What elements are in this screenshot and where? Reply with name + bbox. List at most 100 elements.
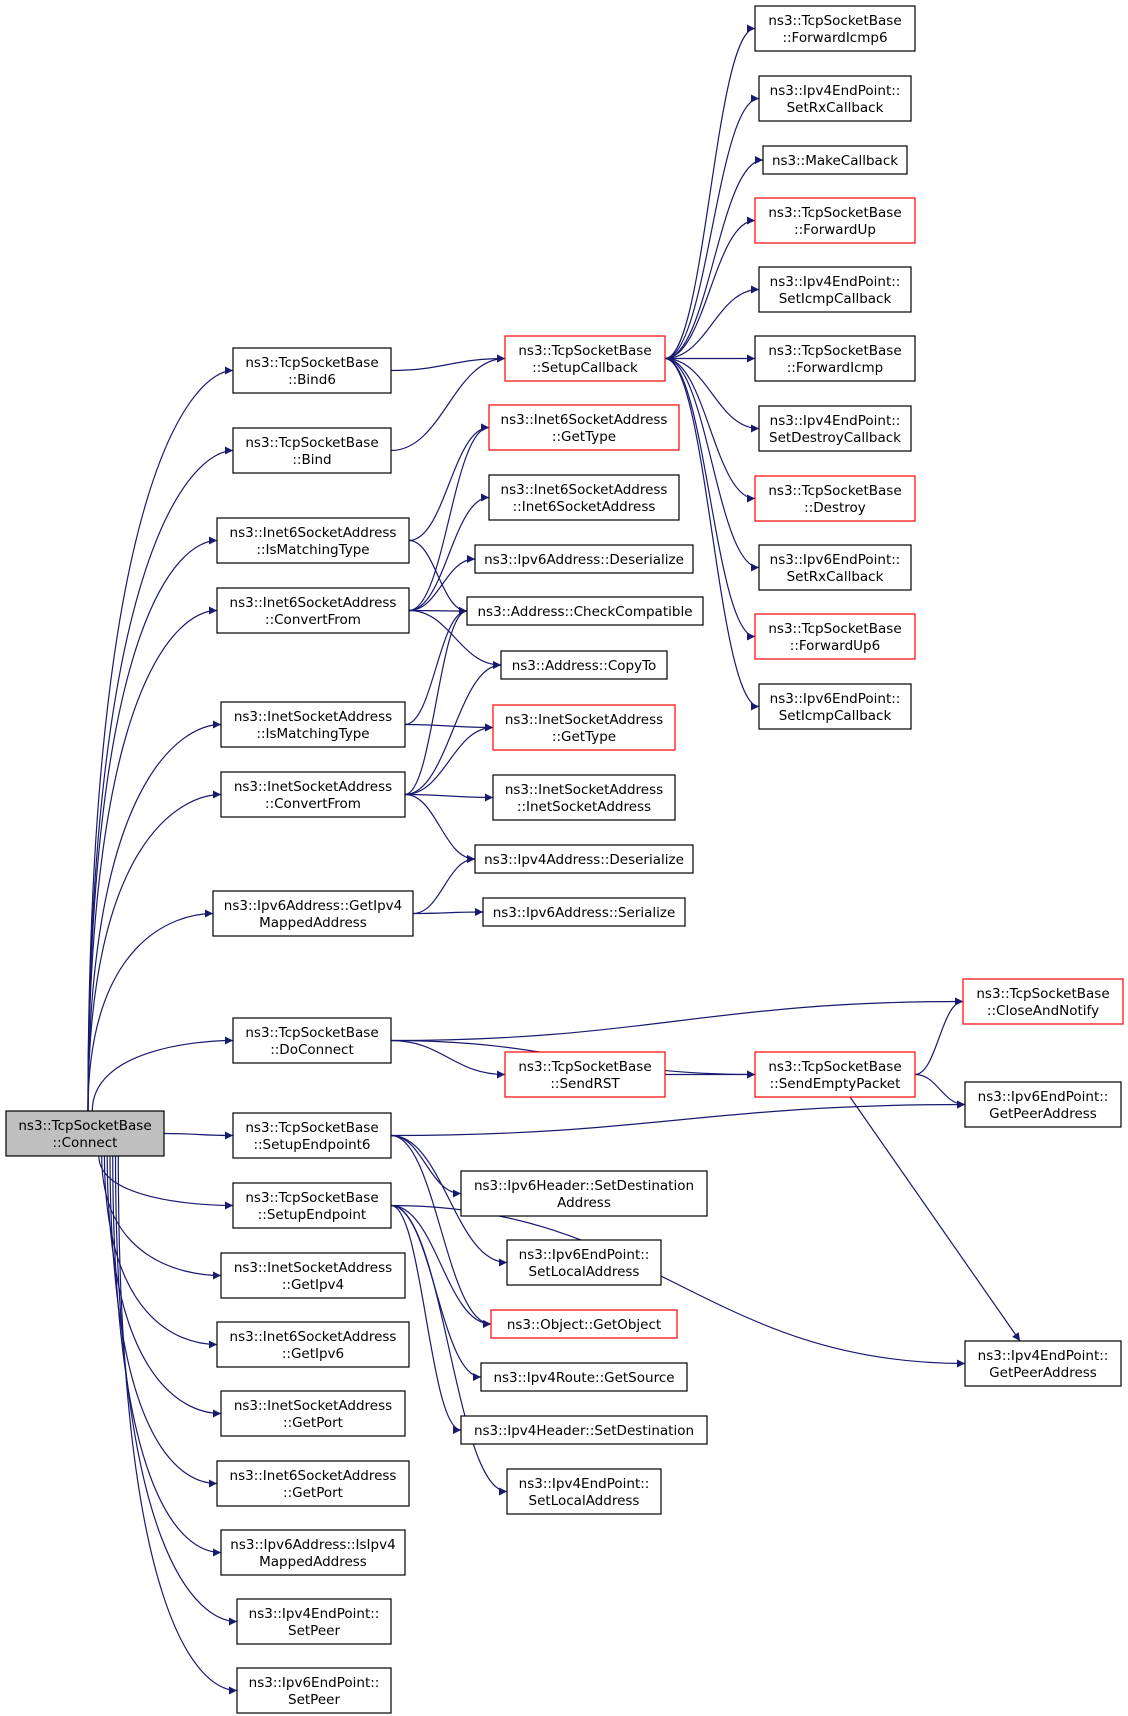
node-label-sendrst-1: ::SendRST [550,1076,620,1092]
node-fwdicmp[interactable]: ns3::TcpSocketBase::ForwardIcmp [754,335,916,382]
node-bind6[interactable]: ns3::TcpSocketBase::Bind6 [232,347,392,394]
node-ipv4hdrsetdest[interactable]: ns3::Ipv4Header::SetDestination [460,1415,708,1445]
node-label-makecb-0: ns3::MakeCallback [772,153,898,169]
node-connect[interactable]: ns3::TcpSocketBase::Connect [5,1110,165,1157]
node-ep4setpeer[interactable]: ns3::Ipv4EndPoint::SetPeer [236,1598,392,1645]
node-fwdicmp6[interactable]: ns3::TcpSocketBase::ForwardIcmp6 [754,5,916,52]
node-box-ep6setpeer [236,1667,392,1714]
node-box-ipv4deser [474,844,694,874]
node-box-ipv6ser [482,897,686,927]
node-i6convert[interactable]: ns3::Inet6SocketAddress::ConvertFrom [216,587,410,634]
node-box-checkcompat [466,596,704,626]
node-box-i4getport [220,1390,406,1437]
node-i4getipv4[interactable]: ns3::InetSocketAddress::GetIpv4 [220,1252,406,1299]
node-ipv4deser[interactable]: ns3::Ipv4Address::Deserialize [474,844,694,874]
node-label-getobject-0: ns3::Object::GetObject [507,1317,661,1333]
node-i6ctor[interactable]: ns3::Inet6SocketAddress::Inet6SocketAddr… [488,474,680,521]
node-setupep6[interactable]: ns3::TcpSocketBase::SetupEndpoint6 [232,1112,392,1159]
node-label-bind-0: ns3::TcpSocketBase [245,435,378,451]
node-box-i4ctor [492,774,676,821]
call-edges [87,24,1021,1695]
node-label-ipv6hdrsetdest-0: ns3::Ipv6Header::SetDestination [474,1178,694,1194]
node-box-bind [232,427,392,474]
node-bind[interactable]: ns3::TcpSocketBase::Bind [232,427,392,474]
node-destroy[interactable]: ns3::TcpSocketBase::Destroy [754,475,916,522]
node-box-setupep6 [232,1112,392,1159]
node-i4gettype[interactable]: ns3::InetSocketAddress::GetType [492,704,676,751]
node-box-sendrst [504,1051,666,1098]
node-i6getport[interactable]: ns3::Inet6SocketAddress::GetPort [216,1460,410,1507]
node-label-i4getipv4-0: ns3::InetSocketAddress [234,1260,392,1276]
node-ep4setlocal[interactable]: ns3::Ipv4EndPoint::SetLocalAddress [506,1468,662,1515]
node-fwdup6[interactable]: ns3::TcpSocketBase::ForwardUp6 [754,613,916,660]
node-ep6setrx[interactable]: ns3::Ipv6EndPoint::SetRxCallback [758,544,912,591]
node-i4ismatch[interactable]: ns3::InetSocketAddress::IsMatchingType [220,701,406,748]
node-fwdup[interactable]: ns3::TcpSocketBase::ForwardUp [754,197,916,244]
node-i6getipv6[interactable]: ns3::Inet6SocketAddress::GetIpv6 [216,1321,410,1368]
node-ipv6deser[interactable]: ns3::Ipv6Address::Deserialize [474,544,694,574]
node-ep4setdestroy[interactable]: ns3::Ipv4EndPoint::SetDestroyCallback [758,405,912,452]
node-label-fwdicmp-0: ns3::TcpSocketBase [768,343,901,359]
node-i6ismatch[interactable]: ns3::Inet6SocketAddress::IsMatchingType [216,517,410,564]
node-i4getport[interactable]: ns3::InetSocketAddress::GetPort [220,1390,406,1437]
edge-setupep-to-getobject [390,1204,492,1328]
node-label-i6getport-0: ns3::Inet6SocketAddress [230,1468,397,1484]
node-setupcb[interactable]: ns3::TcpSocketBase::SetupCallback [504,335,666,382]
node-box-sendempty [754,1051,916,1098]
edge-i6ismatch-to-i6gettype [408,423,490,542]
node-label-ep6setpeer-1: SetPeer [288,1692,340,1708]
node-ep4setrx[interactable]: ns3::Ipv4EndPoint::SetRxCallback [758,75,912,122]
edge-doconnect-to-sendrst [390,1039,506,1079]
node-sendrst[interactable]: ns3::TcpSocketBase::SendRST [504,1051,666,1098]
edge-bind-to-setupcb [390,354,506,452]
node-ep6getpeer[interactable]: ns3::Ipv6EndPoint::GetPeerAddress [964,1081,1122,1128]
edge-i4convert-to-i4gettype [404,723,494,796]
edge-connect-to-ep6setpeer [117,1155,238,1695]
node-ep6setpeer[interactable]: ns3::Ipv6EndPoint::SetPeer [236,1667,392,1714]
edge-connect-to-i6getport [109,1155,218,1488]
node-sendempty[interactable]: ns3::TcpSocketBase::SendEmptyPacket [754,1051,916,1098]
node-label-ep4seticmp-0: ns3::Ipv4EndPoint:: [770,274,901,290]
node-box-fwdup6 [754,613,916,660]
node-i4ctor[interactable]: ns3::InetSocketAddress::InetSocketAddres… [492,774,676,821]
node-label-i6getipv6-1: ::GetIpv6 [282,1346,344,1362]
node-box-i4getipv4 [220,1252,406,1299]
node-getobject[interactable]: ns3::Object::GetObject [490,1309,678,1339]
node-ep6seticmp[interactable]: ns3::Ipv6EndPoint::SetIcmpCallback [758,683,912,730]
node-ipv6ser[interactable]: ns3::Ipv6Address::Serialize [482,897,686,927]
node-label-fwdicmp6-1: ::ForwardIcmp6 [782,30,887,46]
node-label-setupep-1: ::SetupEndpoint [258,1207,366,1223]
node-box-ep4getpeer [964,1340,1122,1387]
edge-connect-to-bind [87,446,234,1112]
edge-setupep6-to-ep6getpeer [390,1100,966,1137]
node-closenotify[interactable]: ns3::TcpSocketBase::CloseAndNotify [962,978,1124,1025]
node-doconnect[interactable]: ns3::TcpSocketBase::DoConnect [232,1017,392,1064]
edge-sendempty-to-ep6getpeer [914,1073,966,1109]
node-ep4seticmp[interactable]: ns3::Ipv4EndPoint::SetIcmpCallback [758,266,912,313]
node-label-fwdicmp6-0: ns3::TcpSocketBase [768,13,901,29]
node-label-ep4setdestroy-1: SetDestroyCallback [769,430,901,446]
node-checkcompat[interactable]: ns3::Address::CheckCompatible [466,596,704,626]
node-ep4getpeer[interactable]: ns3::Ipv4EndPoint::GetPeerAddress [964,1340,1122,1387]
edge-setupcb-to-ep4setdestroy [664,357,760,433]
node-label-ep6setrx-0: ns3::Ipv6EndPoint:: [770,552,901,568]
node-label-setupep6-1: ::SetupEndpoint6 [253,1137,370,1153]
node-setupep[interactable]: ns3::TcpSocketBase::SetupEndpoint [232,1182,392,1229]
node-box-ep6seticmp [758,683,912,730]
node-label-ep4seticmp-1: SetIcmpCallback [779,291,892,307]
node-box-i4gettype [492,704,676,751]
node-box-isipv4mapped [220,1529,406,1576]
node-i6gettype[interactable]: ns3::Inet6SocketAddress::GetType [488,404,680,451]
node-makecb[interactable]: ns3::MakeCallback [762,145,908,175]
edge-doconnect-to-closenotify [390,997,964,1042]
node-copyto[interactable]: ns3::Address::CopyTo [500,650,668,680]
node-label-ep6seticmp-0: ns3::Ipv6EndPoint:: [770,691,901,707]
node-ep6setlocal[interactable]: ns3::Ipv6EndPoint::SetLocalAddress [506,1239,662,1286]
edge-setupep-to-ep4getpeer [390,1204,966,1368]
node-box-ep4setdestroy [758,405,912,452]
node-ipv4routegetsrc[interactable]: ns3::Ipv4Route::GetSource [480,1362,688,1392]
node-i4convert[interactable]: ns3::InetSocketAddress::ConvertFrom [220,771,406,818]
